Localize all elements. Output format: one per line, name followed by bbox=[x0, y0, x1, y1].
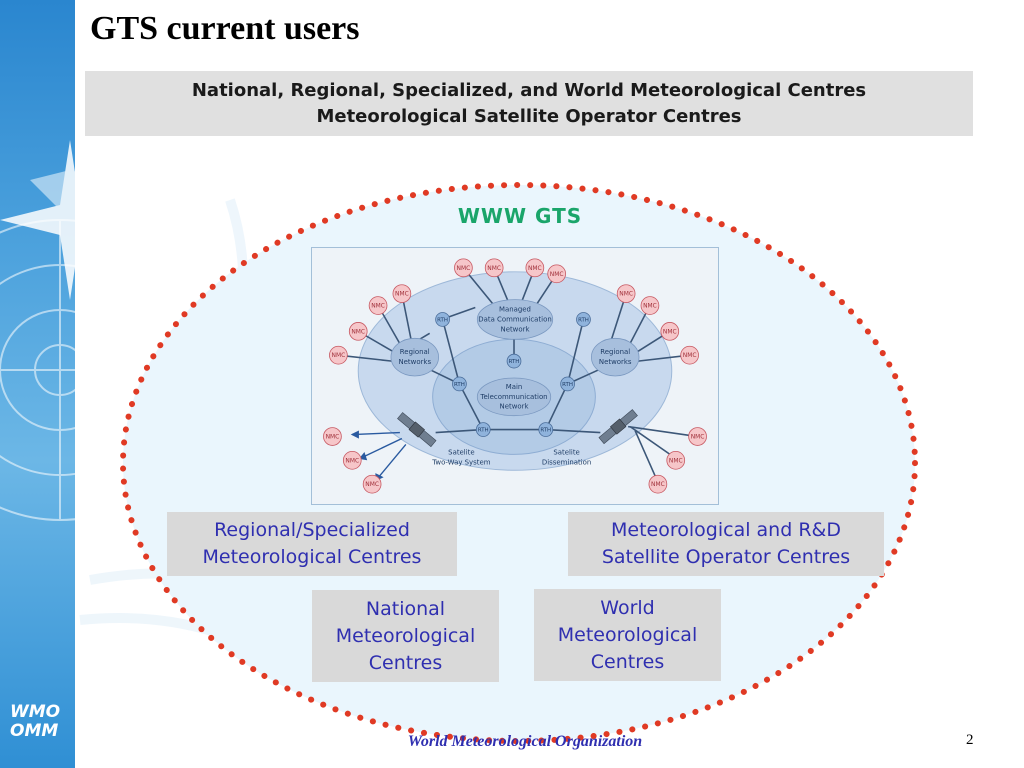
nmc-node-label: NMC bbox=[487, 265, 501, 272]
nmc-node-label: NMC bbox=[669, 457, 683, 464]
nmc-node: NMC bbox=[688, 427, 707, 446]
rth-node: RTH bbox=[475, 422, 491, 437]
regional-right-label-1: Regional bbox=[600, 348, 630, 356]
footer-organization: World Meteorological Organization bbox=[407, 733, 643, 750]
www-gts-label: WWW GTS bbox=[457, 204, 583, 228]
nmc-node-label: NMC bbox=[395, 291, 409, 298]
wmo-logo: WMO OMM bbox=[10, 703, 60, 741]
rth-node: RTH bbox=[435, 312, 450, 327]
regional-box-line-1: Regional/Specialized bbox=[214, 519, 410, 541]
nmc-node: NMC bbox=[329, 345, 348, 365]
satellite-box-line-2: Satellite Operator Centres bbox=[601, 546, 851, 568]
satellite-dissemination-label-1: Satelite bbox=[553, 448, 580, 456]
regional-box-line-2: Meteorological Centres bbox=[202, 546, 422, 568]
nmc-node-label: NMC bbox=[326, 434, 340, 441]
mtn-label-1: Main bbox=[506, 383, 523, 391]
nmc-node: NMC bbox=[666, 451, 686, 470]
nmc-node: NMC bbox=[525, 258, 545, 278]
world-box-line-3: Centres bbox=[590, 650, 665, 673]
nmc-node: NMC bbox=[680, 345, 699, 365]
mtn-label-3: Network bbox=[500, 403, 529, 411]
world-box-line-2: Meteorological bbox=[557, 623, 698, 646]
gts-network-diagram: Managed Data Communication Network Main … bbox=[311, 247, 719, 505]
mtn-label-2: Telecommunication bbox=[479, 393, 547, 401]
nmc-node: NMC bbox=[362, 474, 382, 494]
rth-node-label: RTH bbox=[578, 317, 589, 323]
nmc-node-label: NMC bbox=[643, 303, 657, 310]
nmc-node-label: NMC bbox=[365, 481, 379, 488]
slide-title: GTS current users bbox=[90, 10, 360, 47]
rth-node: RTH bbox=[506, 353, 522, 369]
rth-node-label: RTH bbox=[509, 359, 520, 365]
header-line-2: Meteorological Satellite Operator Centre… bbox=[316, 105, 742, 127]
regional-left-label-1: Regional bbox=[400, 348, 430, 356]
national-box-line-1: National bbox=[365, 597, 446, 620]
regional-left-label-2: Networks bbox=[398, 358, 431, 366]
world-centres-box: World Meteorological Centres bbox=[534, 589, 721, 681]
satellite-left-icon bbox=[397, 412, 437, 448]
nmc-node-label: NMC bbox=[345, 457, 359, 464]
rth-node: RTH bbox=[452, 376, 467, 392]
nmc-node-label: NMC bbox=[550, 271, 564, 278]
nmc-node: NMC bbox=[342, 451, 362, 470]
nmc-node: NMC bbox=[348, 322, 368, 341]
nmc-node: NMC bbox=[616, 284, 636, 303]
sidebar-band bbox=[0, 0, 75, 768]
nmc-node-label: NMC bbox=[619, 291, 633, 298]
nmc-node-label: NMC bbox=[683, 352, 697, 359]
regional-specialized-centres-box: Regional/Specialized Meteorological Cent… bbox=[167, 512, 457, 576]
rth-node-label: RTH bbox=[540, 428, 551, 434]
nmc-node: NMC bbox=[392, 284, 412, 303]
satellite-operator-centres-box: Meteorological and R&D Satellite Operato… bbox=[568, 512, 884, 576]
nmc-node: NMC bbox=[368, 296, 388, 315]
logo-line-2: OMM bbox=[10, 721, 59, 741]
header-line-1: National, Regional, Specialized, and Wor… bbox=[191, 79, 867, 101]
nmc-node-label: NMC bbox=[351, 328, 365, 335]
rth-node-label: RTH bbox=[478, 428, 489, 434]
national-box-line-2: Meteorological bbox=[335, 624, 476, 647]
rth-node-label: RTH bbox=[562, 382, 573, 388]
nmc-node: NMC bbox=[660, 322, 680, 341]
satellite-two-way-label-2: Two-Way System bbox=[431, 458, 490, 466]
satellite-box-line-1: Meteorological and R&D bbox=[611, 519, 841, 541]
nmc-node: NMC bbox=[547, 264, 567, 284]
nmc-node-label: NMC bbox=[663, 328, 677, 335]
satellite-right-icon bbox=[598, 409, 638, 445]
nmc-node-label: NMC bbox=[332, 352, 346, 359]
header-box: National, Regional, Specialized, and Wor… bbox=[85, 71, 973, 136]
nmc-node-label: NMC bbox=[528, 265, 542, 272]
rth-node-label: RTH bbox=[454, 382, 465, 388]
regional-right-label-2: Networks bbox=[599, 358, 632, 366]
nmc-node: NMC bbox=[640, 296, 660, 315]
mdcn-label-3: Network bbox=[501, 325, 530, 333]
rth-node: RTH bbox=[538, 422, 554, 437]
nmc-node-label: NMC bbox=[457, 265, 471, 272]
nmc-node-label: NMC bbox=[651, 481, 665, 488]
world-box-line-1: World bbox=[600, 596, 655, 619]
national-box-line-3: Centres bbox=[368, 651, 443, 674]
nmc-node: NMC bbox=[484, 258, 504, 278]
logo-line-1: WMO bbox=[10, 702, 61, 722]
rth-node-label: RTH bbox=[437, 317, 448, 323]
national-centres-box: National Meteorological Centres bbox=[312, 590, 499, 682]
page-number: 2 bbox=[966, 732, 974, 748]
satellite-dissemination-label-2: Dissemination bbox=[542, 458, 591, 466]
rth-node: RTH bbox=[576, 312, 591, 327]
nmc-node-label: NMC bbox=[691, 434, 705, 441]
rth-node: RTH bbox=[560, 376, 575, 392]
nmc-node: NMC bbox=[323, 427, 342, 446]
nmc-node: NMC bbox=[648, 474, 668, 494]
nmc-node: NMC bbox=[454, 258, 473, 278]
mdcn-label-2: Data Communication bbox=[478, 315, 551, 323]
satellite-two-way-label-1: Satelite bbox=[448, 448, 475, 456]
mdcn-label-1: Managed bbox=[499, 306, 531, 314]
nmc-node-label: NMC bbox=[371, 303, 385, 310]
